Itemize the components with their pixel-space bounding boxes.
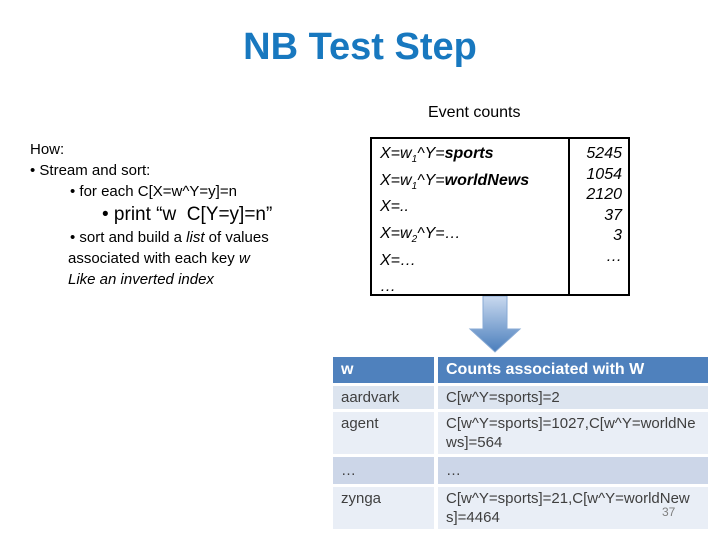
event-key-cell: … (380, 278, 396, 294)
bullet-stream-and-sort: • Stream and sort: (30, 162, 151, 179)
event-counts-label: Event counts (428, 104, 521, 121)
event-count-cell: … (606, 247, 622, 265)
table-row: … … (333, 457, 708, 484)
counts-table-header-row: w Counts associated with W (333, 357, 708, 383)
assoc-line-italic: w (238, 250, 250, 267)
sort-line-italic: list (186, 229, 205, 246)
word-cell: aardvark (333, 386, 434, 409)
word-cell: … (333, 457, 434, 484)
event-table-key-column: X=w1^Y=sports X=w1^Y=worldNews X=.. X=w2… (372, 139, 568, 294)
event-key-cell: X=… (380, 251, 417, 269)
event-count-cell: 3 (613, 227, 622, 244)
counts-cell: C[w^Y=sports]=1027,C[w^Y=worldNews]=564 (438, 412, 708, 454)
sort-line-pre: • sort and build a (70, 229, 187, 246)
counts-cell: C[w^Y=sports]=2 (438, 386, 708, 409)
inverted-index-line: Like an inverted index (68, 271, 214, 288)
event-key-cell: X=w1^Y=worldNews (380, 171, 530, 192)
event-table-count-column: 5245 1054 2120 37 3 … (568, 139, 628, 294)
bullet-for-each: • for each C[X=w^Y=y]=n (70, 183, 237, 200)
event-key-cell: X=w2^Y=… (380, 225, 461, 246)
event-counts-table: X=w1^Y=sports X=w1^Y=worldNews X=.. X=w2… (370, 137, 630, 296)
counts-table: w Counts associated with W aardvark C[w^… (333, 357, 708, 532)
event-count-cell: 5245 (586, 145, 622, 162)
slide-title: NB Test Step (243, 26, 477, 68)
counts-cell: C[w^Y=sports]=21,C[w^Y=worldNews]=4464 (438, 487, 708, 529)
table-row: zynga C[w^Y=sports]=21,C[w^Y=worldNews]=… (333, 487, 708, 529)
how-heading: How: (30, 141, 65, 158)
bullet-print: • print “w C[Y=y]=n” (102, 204, 273, 225)
word-cell: agent (333, 412, 434, 454)
associated-line: associated with each key w (30, 248, 350, 269)
event-count-cell: 1054 (586, 165, 622, 183)
page-number: 37 (662, 505, 676, 519)
table-row: aardvark C[w^Y=sports]=2 (333, 386, 708, 409)
header-cell-counts: Counts associated with W (438, 357, 708, 383)
down-arrow-icon (468, 296, 522, 353)
table-row: agent C[w^Y=sports]=1027,C[w^Y=worldNews… (333, 412, 708, 454)
event-count-cell: 2120 (586, 186, 622, 203)
assoc-line-pre: associated with each key (68, 250, 239, 267)
event-count-cell: 37 (604, 206, 622, 224)
word-cell: zynga (333, 487, 434, 529)
event-key-cell: X=w1^Y=sports (380, 145, 494, 166)
how-block: How: • Stream and sort: • for each C[X=w… (30, 139, 350, 290)
event-key-cell: X=.. (380, 198, 409, 216)
bullet-sort-and-build: • sort and build a list of values (30, 227, 350, 248)
counts-cell: … (438, 457, 708, 484)
sort-line-post: of values (204, 229, 269, 246)
header-cell-w: w (333, 357, 434, 383)
